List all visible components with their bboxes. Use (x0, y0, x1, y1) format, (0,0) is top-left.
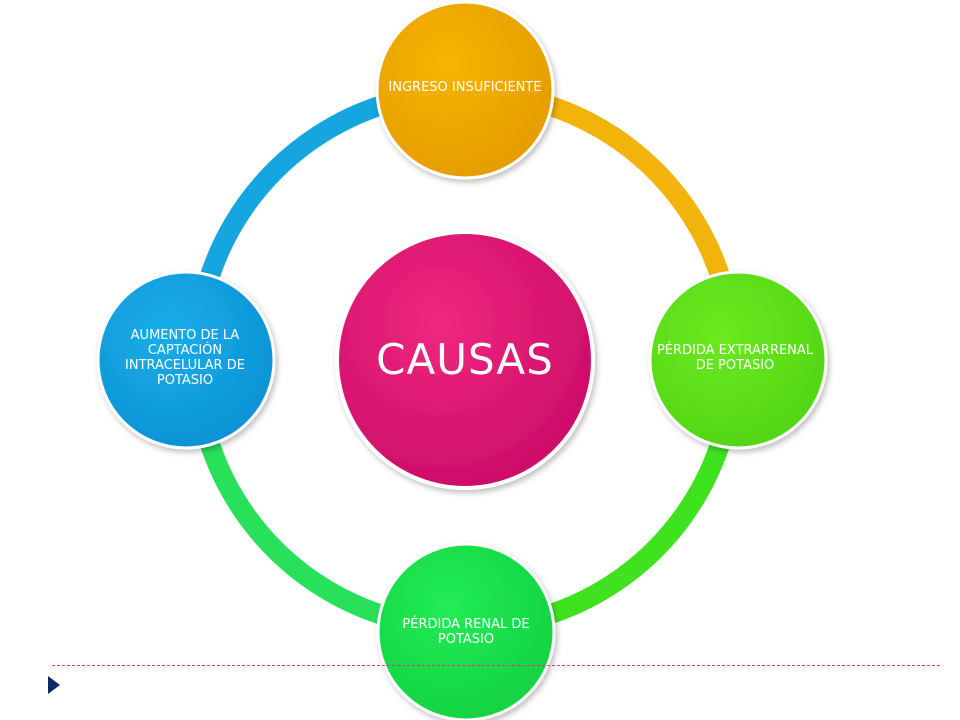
node-bottom (376, 542, 556, 720)
center-label: CAUSAS (376, 334, 554, 384)
bullet-arrow-icon (48, 676, 60, 694)
ring-arcs (198, 93, 732, 627)
node-left (96, 270, 276, 450)
node-top (375, 0, 555, 180)
arc-top-right (538, 93, 732, 285)
node-right (648, 270, 828, 450)
arc-bottom-left (198, 435, 392, 627)
arc-right-bottom (538, 435, 732, 627)
arc-left-top (198, 93, 392, 285)
footer-dashed-divider (52, 665, 940, 666)
node-label-perdida-renal: PÉRDIDA RENAL DE POTASIO (402, 617, 530, 647)
center-node (335, 230, 595, 490)
node-label-ingreso-insuficiente: INGRESO INSUFICIENTE (388, 79, 542, 95)
node-label-aumento-captacion: AUMENTO DE LA CAPTACIÓN INTRACELULAR DE … (125, 328, 245, 388)
node-label-perdida-extrarrenal: PÉRDIDA EXTRARRENAL DE POTASIO (656, 343, 814, 373)
